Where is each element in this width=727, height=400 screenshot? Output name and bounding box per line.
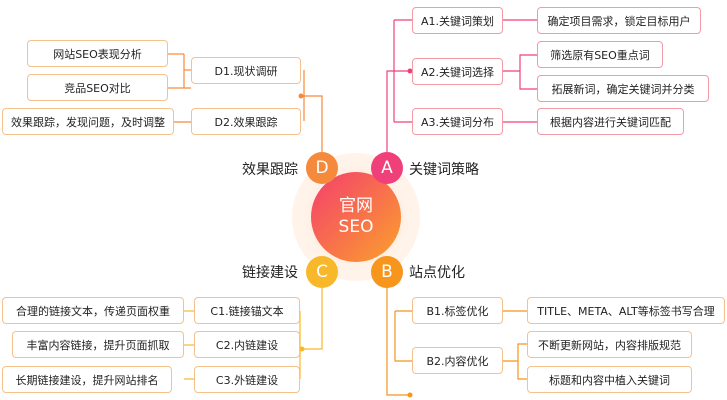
- node-b2-1[interactable]: 不断更新网站，内容排版规范: [527, 331, 692, 358]
- node-b1[interactable]: B1.标签优化: [412, 297, 503, 324]
- hub-a[interactable]: A: [371, 152, 403, 184]
- node-d2[interactable]: D2.效果跟踪: [191, 108, 301, 135]
- node-a2-2[interactable]: 拓展新词，确定关键词并分类: [537, 75, 709, 102]
- node-b2[interactable]: B2.内容优化: [412, 347, 503, 374]
- node-b1-1[interactable]: TITLE、META、ALT等标签书写合理: [527, 297, 725, 324]
- node-a3-1[interactable]: 根据内容进行关键词匹配: [537, 108, 684, 135]
- branch-c-title: 链接建设: [242, 265, 298, 281]
- node-d1-1[interactable]: 网站SEO表现分析: [27, 40, 168, 67]
- center-line1: 官网: [339, 196, 373, 216]
- node-c1-1[interactable]: 合理的链接文本，传递页面权重: [2, 297, 184, 324]
- node-c1[interactable]: C1.链接锚文本: [194, 297, 300, 324]
- node-a2-1[interactable]: 筛选原有SEO重点词: [537, 41, 663, 68]
- node-c2-1[interactable]: 丰富内容链接，提升页面抓取: [12, 331, 184, 358]
- node-a1[interactable]: A1.关键词策划: [412, 7, 503, 34]
- node-d1[interactable]: D1.现状调研: [191, 57, 301, 84]
- branch-d-title: 效果跟踪: [242, 162, 298, 178]
- branch-b-title: 站点优化: [409, 265, 465, 281]
- node-c3[interactable]: C3.外链建设: [194, 366, 300, 393]
- center-line2: SEO: [338, 217, 374, 237]
- node-c2[interactable]: C2.内链建设: [194, 331, 300, 358]
- branch-a-title: 关键词策略: [409, 162, 479, 178]
- node-a3[interactable]: A3.关键词分布: [412, 108, 503, 135]
- hub-d[interactable]: D: [306, 152, 338, 184]
- node-a1-1[interactable]: 确定项目需求，锁定目标用户: [537, 7, 701, 34]
- node-a2[interactable]: A2.关键词选择: [412, 58, 503, 85]
- node-d1-2[interactable]: 竞品SEO对比: [27, 74, 168, 101]
- node-d2-1[interactable]: 效果跟踪，发现问题，及时调整: [2, 108, 174, 135]
- hub-c[interactable]: C: [306, 256, 338, 288]
- center-core: [311, 172, 401, 262]
- node-c3-1[interactable]: 长期链接建设，提升网站排名: [2, 366, 172, 393]
- hub-b[interactable]: B: [371, 256, 403, 288]
- node-b2-2[interactable]: 标题和内容中植入关键词: [527, 366, 692, 393]
- center-title: 官网 SEO: [316, 196, 396, 238]
